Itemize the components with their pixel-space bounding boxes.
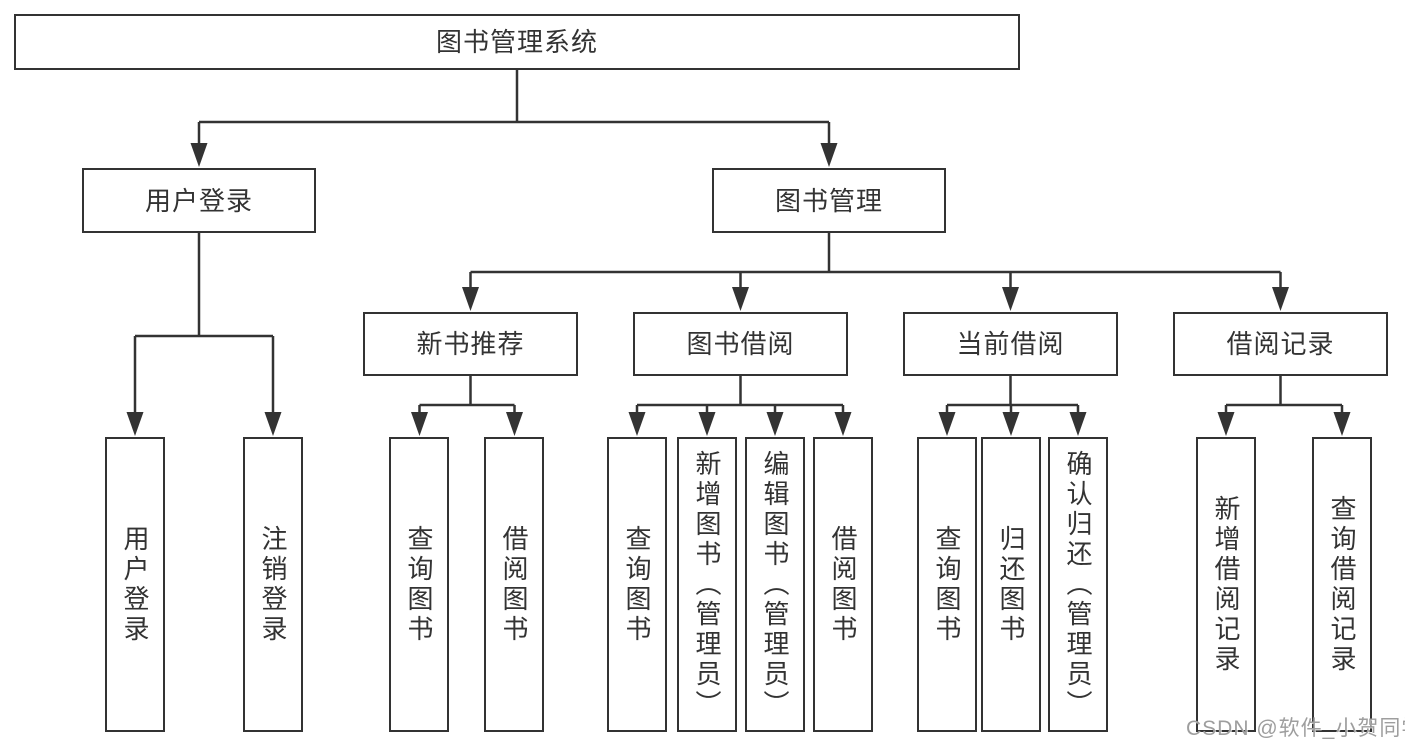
csdn-watermark: CSDN @软件_小贺同学 (1186, 717, 1405, 740)
arrowhead-icons (126, 143, 1351, 436)
leaf-add-books-admin: 新增图书（管理员） (677, 437, 737, 732)
node-borrowing-records: 借阅记录 (1173, 312, 1388, 376)
node-book-management: 图书管理 (712, 168, 946, 233)
leaf-edit-books-admin: 编辑图书（管理员） (745, 437, 805, 732)
leaf-query-borrow-record: 查询借阅记录 (1312, 437, 1372, 732)
node-library-management-system: 图书管理系统 (14, 14, 1020, 70)
node-user-login: 用户登录 (82, 168, 316, 233)
node-new-book-recommend: 新书推荐 (363, 312, 578, 376)
leaf-current-query-books: 查询图书 (917, 437, 977, 732)
leaf-recommend-query-books: 查询图书 (389, 437, 449, 732)
node-current-borrowing: 当前借阅 (903, 312, 1118, 376)
leaf-recommend-borrow-books: 借阅图书 (484, 437, 544, 732)
leaf-confirm-return-admin: 确认归还（管理员） (1048, 437, 1108, 732)
leaf-logout: 注销登录 (243, 437, 303, 732)
leaf-user-login: 用户登录 (105, 437, 165, 732)
leaf-borrow-books: 借阅图书 (813, 437, 873, 732)
leaf-borrowing-query-books: 查询图书 (607, 437, 667, 732)
leaf-return-books: 归还图书 (981, 437, 1041, 732)
node-book-borrowing: 图书借阅 (633, 312, 848, 376)
leaf-add-borrow-record: 新增借阅记录 (1196, 437, 1256, 732)
